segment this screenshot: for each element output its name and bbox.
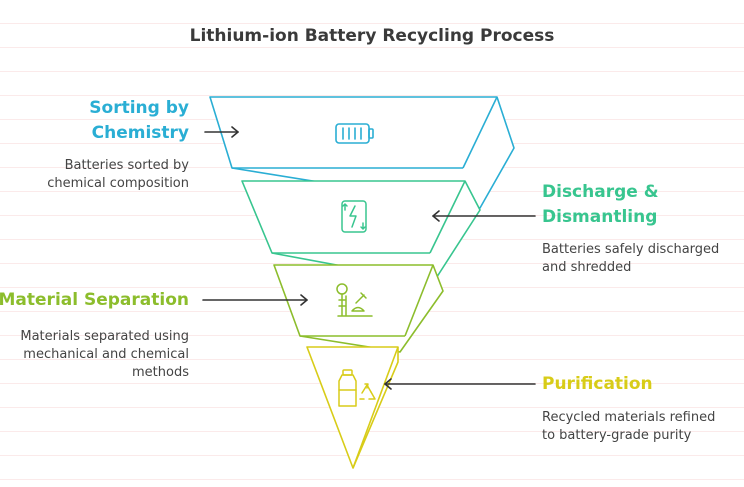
arrow-to-separation (202, 294, 308, 306)
diagram-title: Lithium-ion Battery Recycling Process (189, 26, 555, 46)
heading-line: Dismantling (542, 207, 658, 227)
arrow-to-purification (384, 378, 536, 390)
description-line: Recycled materials refined (542, 410, 716, 425)
stage-description-purification: Recycled materials refined to battery-gr… (542, 409, 715, 445)
stage-description-discharge: Batteries safely discharged and shredded (542, 241, 719, 277)
battery-icon (335, 123, 374, 144)
description-line: Batteries sorted by (64, 158, 189, 173)
heading-line: Chemistry (91, 123, 189, 143)
lab-separation-icon (336, 283, 373, 317)
funnel-layer-purification (306, 346, 399, 469)
description-line: and shredded (542, 260, 632, 275)
recycle-bottle-icon (338, 369, 376, 407)
description-line: mechanical and chemical (23, 347, 189, 362)
funnel-layer-separation (273, 264, 444, 353)
battery-discharge-icon (341, 200, 367, 233)
stage-description-sorting: Batteries sorted by chemical composition (47, 157, 189, 193)
heading-line: Discharge & (542, 182, 659, 202)
stage-heading-purification: Purification (542, 372, 653, 397)
description-line: to battery-grade purity (542, 428, 692, 443)
arrow-to-discharge (432, 210, 536, 222)
description-line: chemical composition (47, 176, 189, 191)
description-line: methods (132, 365, 189, 380)
heading-line: Purification (542, 374, 653, 394)
arrow-to-sorting (204, 126, 239, 138)
description-line: Batteries safely discharged (542, 242, 720, 257)
stage-heading-discharge: Discharge & Dismantling (542, 180, 659, 230)
stage-description-separation: Materials separated using mechanical and… (20, 328, 189, 382)
stage-heading-sorting: Sorting by Chemistry (89, 96, 189, 146)
heading-line: Sorting by (89, 98, 189, 118)
stage-heading-separation: Material Separation (0, 288, 189, 313)
description-line: Materials separated using (20, 329, 189, 344)
heading-line: Material Separation (0, 290, 189, 310)
